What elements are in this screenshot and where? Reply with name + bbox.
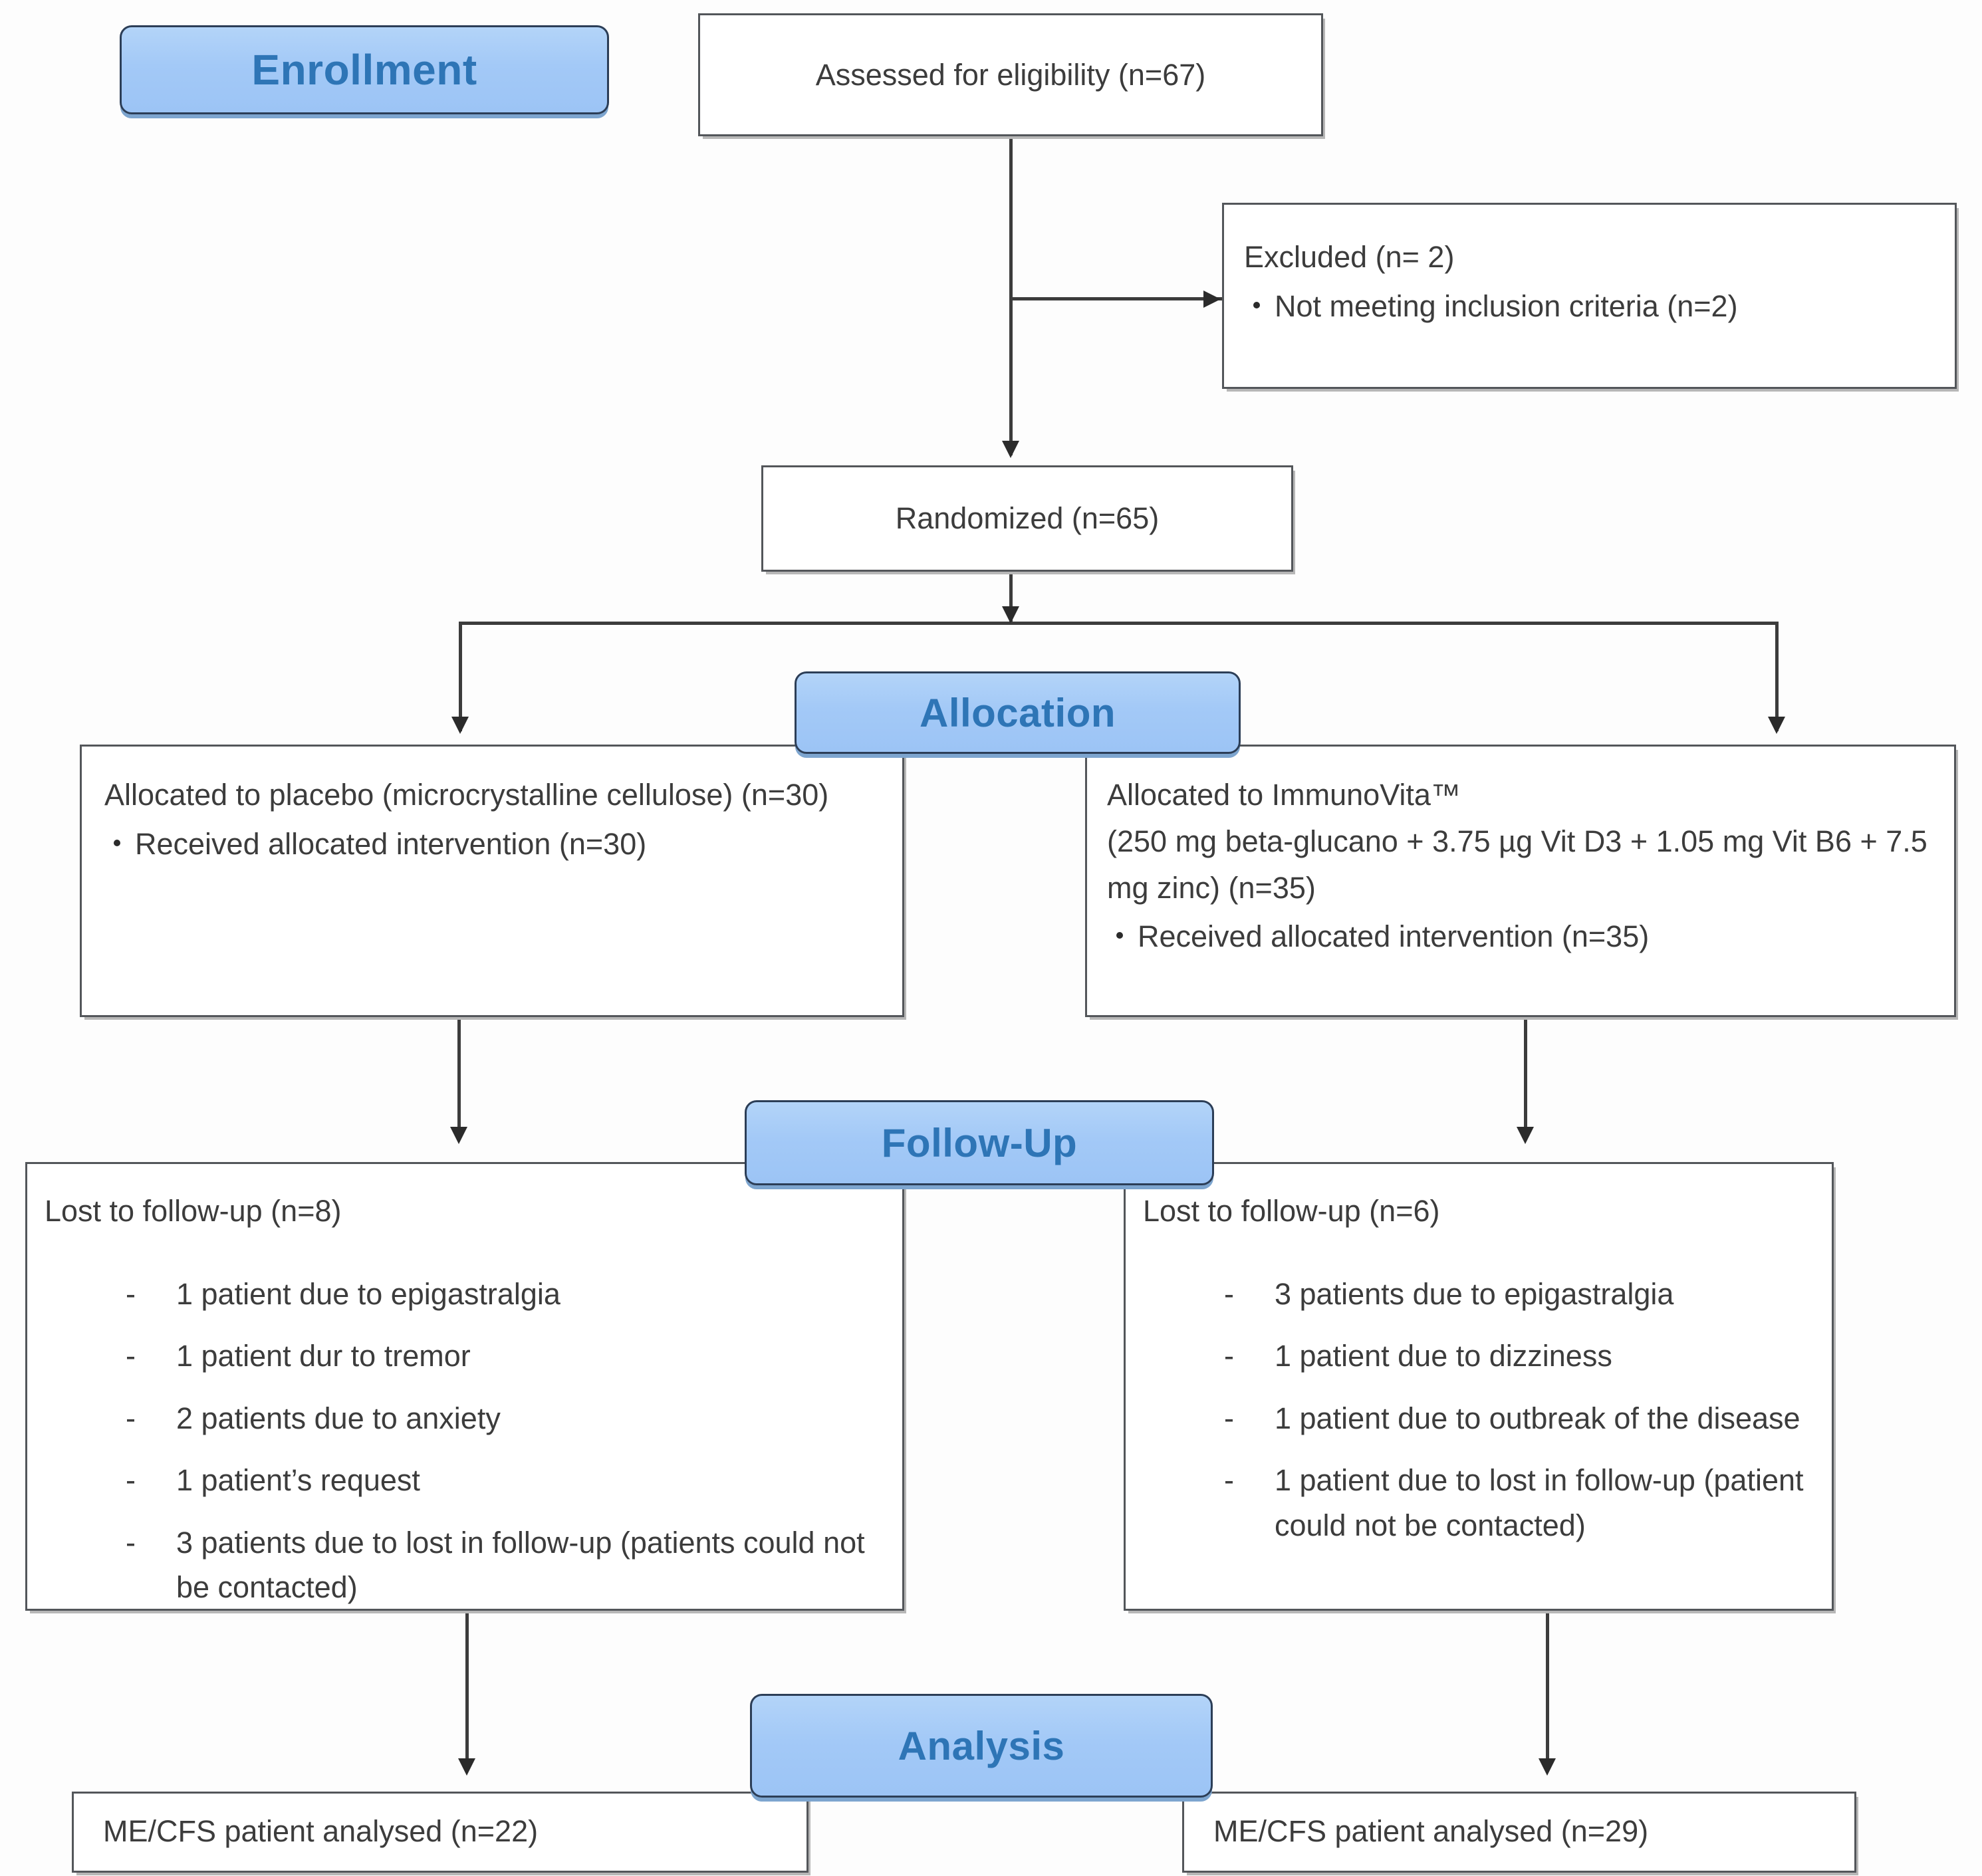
node-allocation-placebo: Allocated to placebo (microcrystalline c… <box>80 745 904 1017</box>
arrow-into-randomized <box>1002 441 1019 458</box>
alloc-right-list: Received allocated intervention (n=35) <box>1107 913 1934 960</box>
followup-right-list: 3 patients due to epigastralgia 1 patien… <box>1143 1272 1814 1548</box>
connector-to-excluded <box>1009 297 1222 300</box>
arrow-into-alloc-left <box>451 717 469 734</box>
arrow-into-analysis-left <box>458 1758 475 1776</box>
list-item: Received allocated intervention (n=30) <box>104 821 880 868</box>
followup-right-heading: Lost to follow-up (n=6) <box>1143 1194 1440 1228</box>
followup-left-heading: Lost to follow-up (n=8) <box>45 1194 342 1228</box>
alloc-right-heading-line1: Allocated to ImmunoVita™ <box>1107 778 1461 812</box>
node-analysis-placebo: ME/CFS patient analysed (n=22) <box>72 1792 808 1873</box>
connector-followup-right-to-analysis <box>1546 1611 1549 1770</box>
followup-left-list: 1 patient due to epigastralgia 1 patient… <box>45 1272 885 1610</box>
list-item: 1 patient due to dizziness <box>1143 1334 1814 1379</box>
arrow-randomized-split <box>1002 606 1019 624</box>
list-item: 1 patient due to outbreak of the disease <box>1143 1396 1814 1441</box>
randomized-text: Randomized (n=65) <box>895 501 1160 536</box>
arrow-into-alloc-right <box>1768 717 1785 734</box>
assessed-text: Assessed for eligibility (n=67) <box>815 57 1206 92</box>
stage-label-analysis: Analysis <box>898 1723 1065 1768</box>
connector-to-alloc-right <box>1775 622 1779 731</box>
excluded-reason-list: Not meeting inclusion criteria (n=2) <box>1244 283 1935 330</box>
alloc-left-list: Received allocated intervention (n=30) <box>104 821 880 868</box>
arrow-into-followup-left <box>450 1127 467 1144</box>
stage-label-allocation: Allocation <box>919 690 1116 735</box>
stage-label-followup: Follow-Up <box>881 1120 1078 1165</box>
node-excluded: Excluded (n= 2) Not meeting inclusion cr… <box>1222 203 1957 389</box>
list-item: 2 patients due to anxiety <box>45 1396 885 1441</box>
arrow-into-excluded <box>1203 291 1221 308</box>
stage-badge-allocation: Allocation <box>795 671 1241 754</box>
stage-badge-enrollment: Enrollment <box>120 25 609 114</box>
connector-assessed-to-randomized <box>1009 136 1013 455</box>
connector-randomized-stem <box>1009 572 1013 622</box>
alloc-left-heading: Allocated to placebo (microcrystalline c… <box>104 778 829 812</box>
node-assessed-for-eligibility: Assessed for eligibility (n=67) <box>698 13 1323 136</box>
list-item: Received allocated intervention (n=35) <box>1107 913 1934 960</box>
alloc-right-heading-line2: (250 mg beta-glucano + 3.75 µg Vit D3 + … <box>1107 824 1927 905</box>
list-item: 1 patient dur to tremor <box>45 1334 885 1379</box>
connector-to-alloc-left <box>459 622 462 731</box>
list-item: 1 patient’s request <box>45 1458 885 1503</box>
arrow-into-followup-right <box>1517 1127 1534 1144</box>
node-allocation-immunovita: Allocated to ImmunoVita™ (250 mg beta-gl… <box>1085 745 1956 1017</box>
node-followup-immunovita: Lost to follow-up (n=6) 3 patients due t… <box>1124 1162 1834 1611</box>
connector-alloc-left-to-followup <box>457 1017 461 1140</box>
list-item: 1 patient due to epigastralgia <box>45 1272 885 1317</box>
connector-allocation-split-bar <box>459 622 1779 625</box>
list-item: 3 patients due to epigastralgia <box>1143 1272 1814 1317</box>
stage-badge-followup: Follow-Up <box>745 1100 1214 1185</box>
excluded-heading: Excluded (n= 2) <box>1244 240 1455 274</box>
connector-alloc-right-to-followup <box>1524 1017 1527 1140</box>
stage-label-enrollment: Enrollment <box>251 46 477 94</box>
list-item: 1 patient due to lost in follow-up (pati… <box>1143 1458 1814 1548</box>
connector-followup-left-to-analysis <box>465 1611 469 1770</box>
node-followup-placebo: Lost to follow-up (n=8) 1 patient due to… <box>25 1162 904 1611</box>
analysis-left-text: ME/CFS patient analysed (n=22) <box>103 1814 539 1848</box>
stage-badge-analysis: Analysis <box>750 1694 1213 1798</box>
list-item: 3 patients due to lost in follow-up (pat… <box>45 1520 885 1610</box>
list-item: Not meeting inclusion criteria (n=2) <box>1244 283 1935 330</box>
node-randomized: Randomized (n=65) <box>761 465 1293 572</box>
analysis-right-text: ME/CFS patient analysed (n=29) <box>1213 1814 1649 1848</box>
node-analysis-immunovita: ME/CFS patient analysed (n=29) <box>1182 1792 1856 1873</box>
arrow-into-analysis-right <box>1539 1758 1556 1776</box>
